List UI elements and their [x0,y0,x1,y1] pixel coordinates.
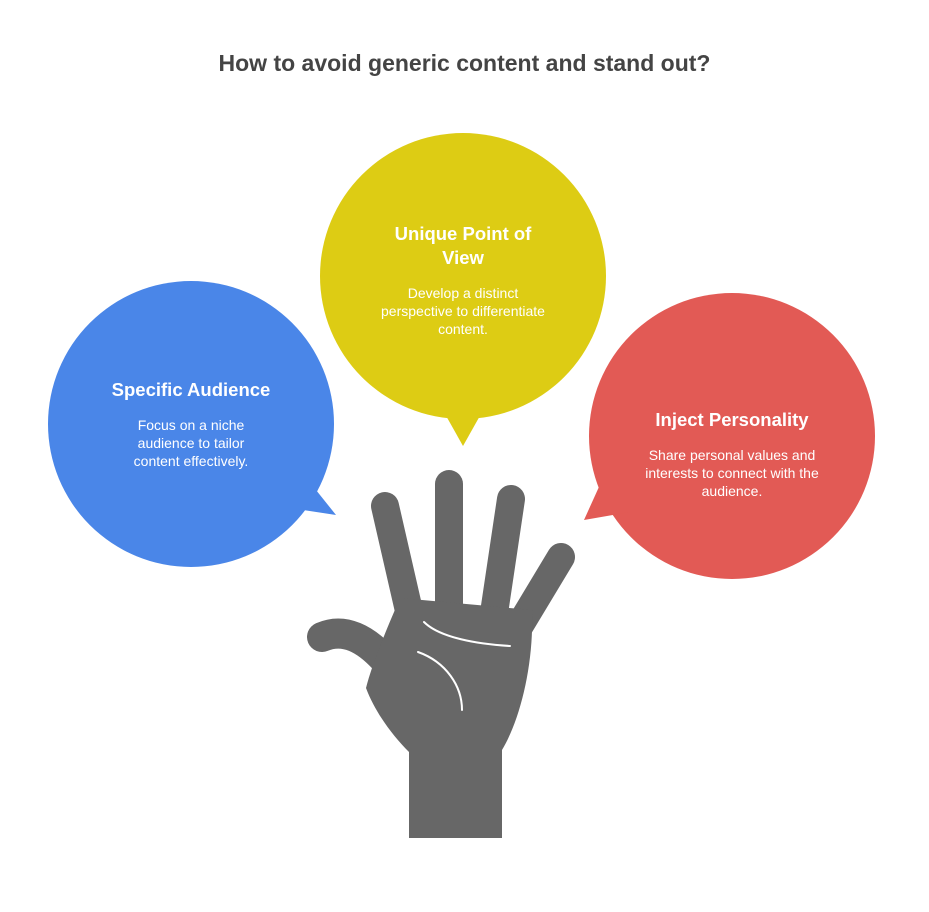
bubble-unique-point-of-view [320,133,606,446]
specific-audience-title: Specific Audience [111,379,271,400]
inject-personality-description: Share personal values and interests to c… [645,447,819,499]
raised-hand-icon [307,470,575,838]
specific-audience-block: Specific Audience Focus on a niche audie… [91,378,291,470]
unique-point-of-view-block: Unique Point of View Develop a distinct … [373,222,553,338]
bubble-inject-personality [584,293,875,579]
bubble-specific-audience [48,281,336,567]
inject-personality-block: Inject Personality Share personal values… [637,408,827,500]
specific-audience-description: Focus on a niche audience to tailor cont… [133,417,249,469]
unique-point-of-view-description: Develop a distinct perspective to differ… [381,285,545,337]
diagram-title: How to avoid generic content and stand o… [218,50,711,76]
inject-personality-title: Inject Personality [655,409,809,430]
unique-point-of-view-title: Unique Point of View [394,223,532,268]
